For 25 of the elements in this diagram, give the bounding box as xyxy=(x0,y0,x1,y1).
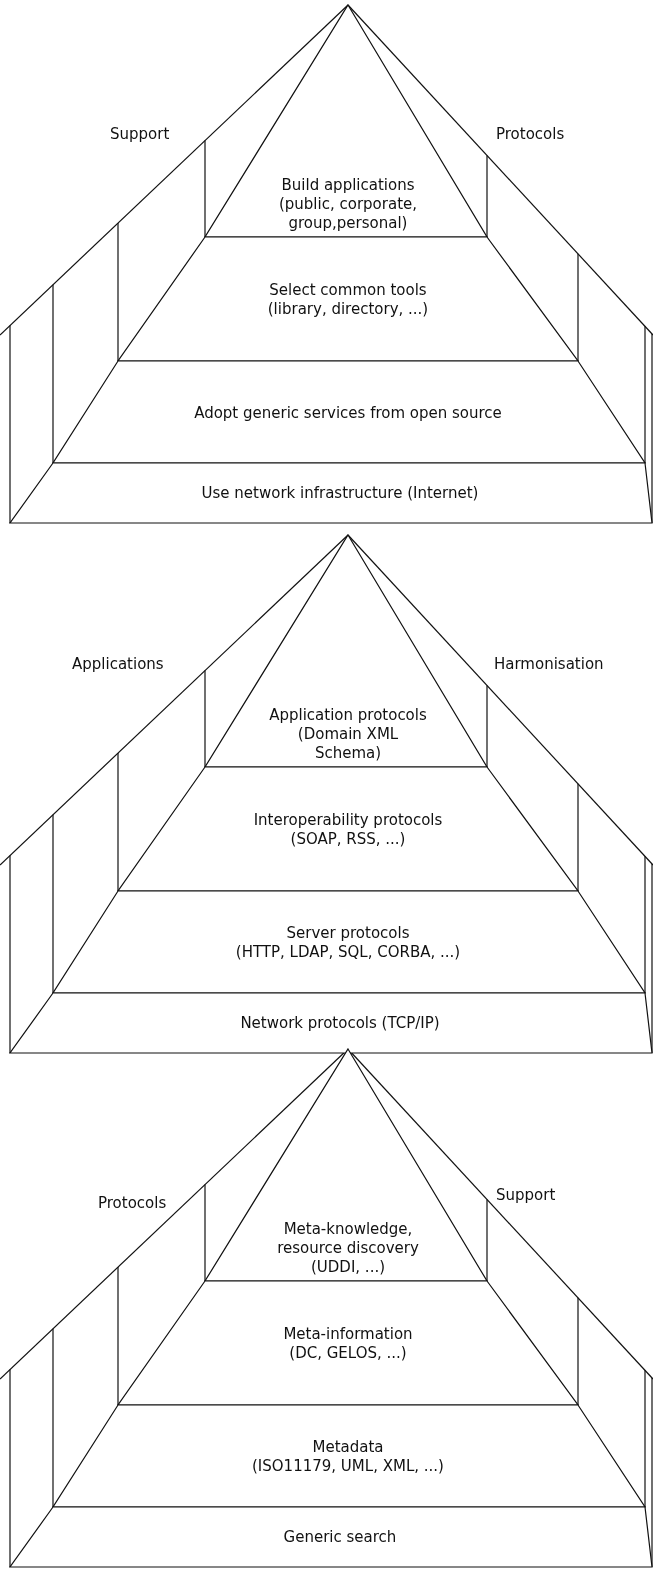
side-label: Support xyxy=(110,125,170,143)
level-text: Build applications xyxy=(281,176,415,195)
level-text: (ISO11179, UML, XML, ...) xyxy=(252,1457,444,1476)
level-text: Adopt generic services from open source xyxy=(194,403,502,423)
side-label: Protocols xyxy=(98,1194,167,1212)
level-text: (DC, GELOS, ...) xyxy=(289,1344,407,1363)
level-text: Server protocols xyxy=(286,924,410,943)
level-text: (Domain XML Schema) xyxy=(296,725,400,763)
level-text: Network protocols (TCP/IP) xyxy=(240,1013,440,1033)
level-text: Generic search xyxy=(283,1527,397,1547)
level-text: Select common tools xyxy=(269,281,427,300)
level-text: (library, directory, ...) xyxy=(267,300,429,319)
level-text: Use network infrastructure (Internet) xyxy=(201,483,479,503)
side-label: Harmonisation xyxy=(494,655,604,673)
level-text: Interoperability protocols xyxy=(253,811,443,830)
side-label: Applications xyxy=(72,655,164,673)
level-text: Meta-knowledge, resource discovery xyxy=(276,1220,420,1258)
level-text: Metadata xyxy=(312,1438,384,1457)
level-text: (SOAP, RSS, ...) xyxy=(290,830,406,849)
level-text: (UDDI, ...) xyxy=(310,1258,386,1277)
side-label: Protocols xyxy=(496,125,565,143)
level-text: (public, corporate, group,personal) xyxy=(277,195,418,233)
level-text: Meta-information xyxy=(283,1325,413,1344)
level-text: (HTTP, LDAP, SQL, CORBA, ...) xyxy=(235,943,461,962)
level-text: Application protocols xyxy=(269,706,427,725)
